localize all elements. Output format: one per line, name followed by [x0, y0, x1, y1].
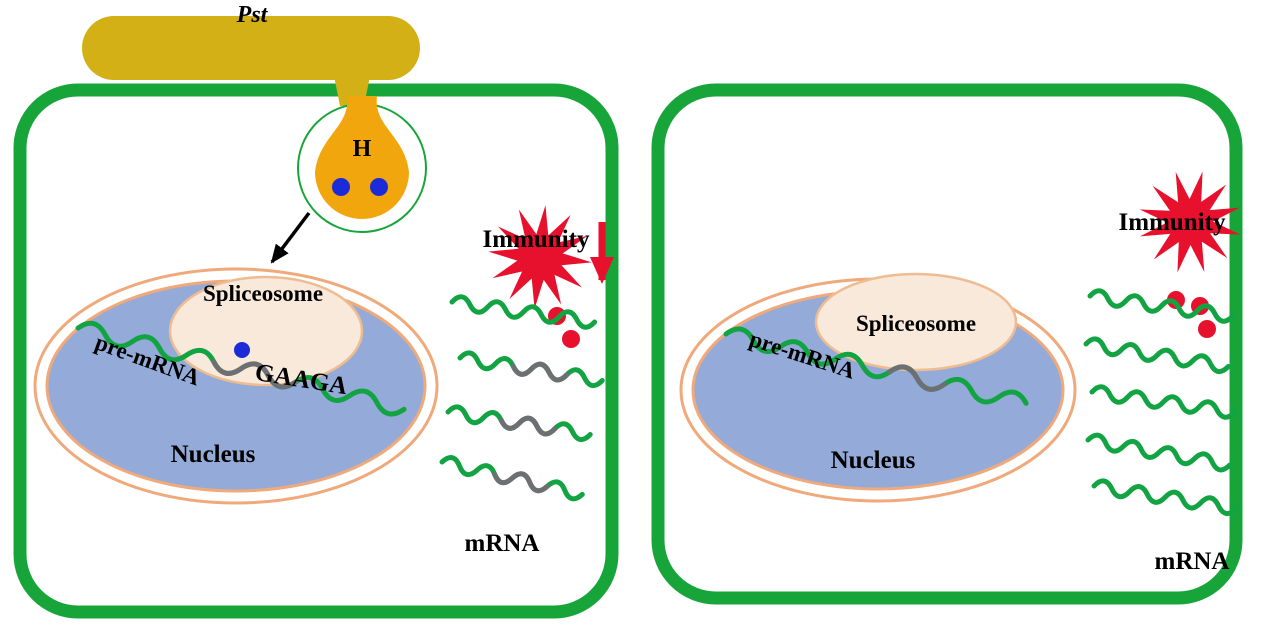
- effector-to-spliceosome-arrow: [270, 211, 311, 264]
- pre-mrna-exon-path: [723, 326, 1029, 406]
- mrna-strand-intron-retained: [457, 350, 605, 389]
- mrna-strand-intron-retained: [439, 455, 585, 502]
- bacterium-body: [82, 16, 420, 80]
- mrna-label: mRNA: [1155, 548, 1230, 575]
- mrna-strand-intron-retained: [445, 404, 593, 443]
- pre-mrna-intron-segment: [211, 359, 298, 390]
- pre-mrna-strand: [723, 326, 1029, 406]
- retained-intron-segment: [510, 361, 570, 383]
- immunity-label: Immunity: [1119, 209, 1226, 236]
- mrna-strand: [449, 294, 598, 330]
- immunity-burst-icon: [488, 205, 592, 309]
- mrna-path: [449, 294, 598, 330]
- spliceosome-label: Spliceosome: [856, 311, 976, 336]
- right-cell: Spliceosome pre-mRNA Nucleus Immunity: [651, 83, 1243, 605]
- mrna-strand: [1085, 432, 1233, 473]
- spliceosome-body: [814, 272, 1018, 372]
- effector-label: H: [353, 136, 372, 162]
- pre-mrna-strand: [75, 320, 407, 417]
- mrna-path: [1087, 288, 1236, 324]
- nucleus-label: Nucleus: [171, 441, 256, 468]
- effector-in-spliceosome-dot: [234, 342, 250, 358]
- effector-protein-dot: [332, 178, 350, 196]
- mrna-path: [1085, 432, 1233, 473]
- immunity-label: Immunity: [483, 226, 590, 253]
- pre-mrna-intron-segment: [887, 364, 947, 392]
- spliceosome-body: [168, 275, 364, 387]
- spliceosome-label: Spliceosome: [203, 281, 323, 306]
- mrna-strand: [1087, 288, 1236, 324]
- mrna-path: [1083, 336, 1231, 375]
- immunity-signal-dot: [562, 330, 580, 348]
- mrna-path: [1089, 384, 1238, 420]
- nucleus-label: Nucleus: [831, 447, 916, 474]
- retained-intron-segment: [498, 415, 558, 437]
- mrna-label: mRNA: [465, 530, 540, 557]
- mrna-strand: [1091, 478, 1239, 517]
- retained-intron-segment: [492, 471, 550, 494]
- immunity-burst-icon: [1139, 171, 1241, 273]
- mrna-strand: [1083, 336, 1231, 375]
- immunity-signal-dot: [1167, 291, 1185, 309]
- immunity-signal-dot: [1198, 320, 1216, 338]
- mrna-strand: [1089, 384, 1238, 420]
- mrna-path: [1091, 478, 1239, 517]
- pst-label: Pst: [236, 2, 269, 28]
- left-cell: Pst H Spliceosome GAAGA pre-mRNA Nucleus…: [13, 2, 619, 619]
- effector-protein-dot: [370, 178, 388, 196]
